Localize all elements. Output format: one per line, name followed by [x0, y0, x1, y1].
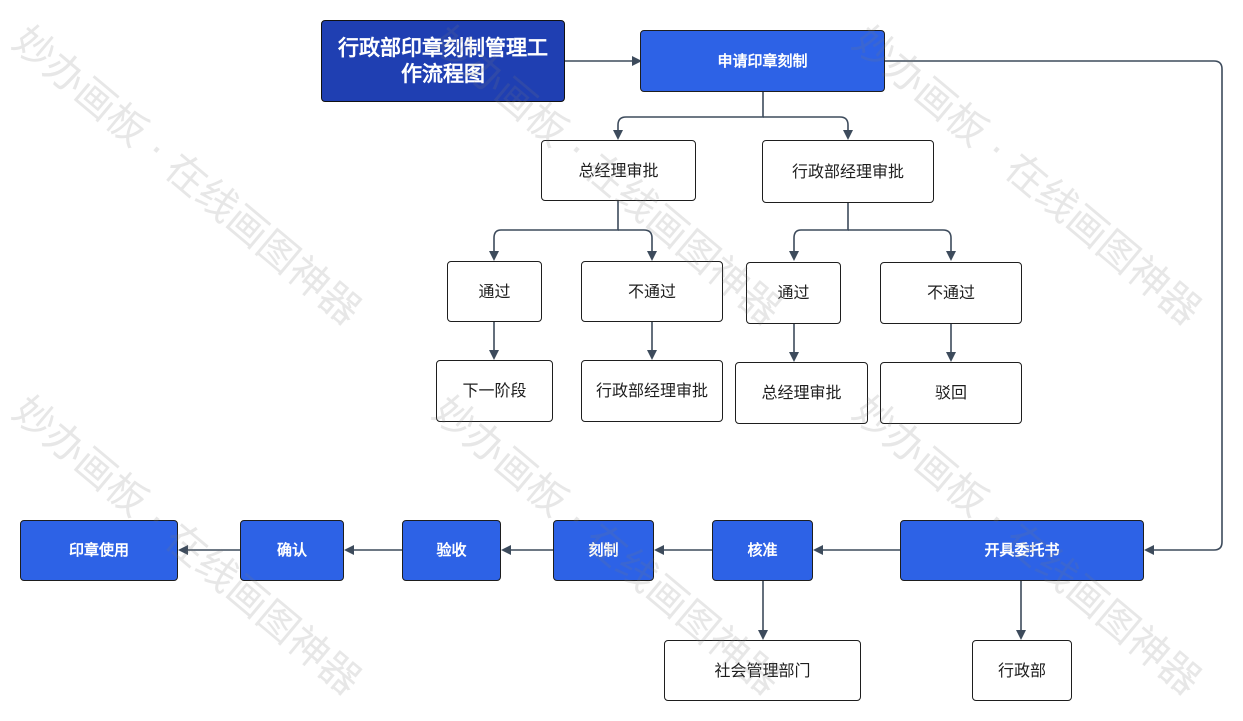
node-approve: 核准 — [712, 520, 813, 581]
edge-admin-to-pass — [789, 203, 849, 261]
edge-apply-to-admin-mgr — [763, 116, 853, 140]
node-confirm: 确认 — [240, 520, 344, 581]
edge-apply-to-attorney — [885, 60, 1223, 555]
node-admin-dept: 行政部 — [972, 640, 1072, 701]
node-engrave: 刻制 — [553, 520, 654, 581]
node-fail-right: 不通过 — [880, 262, 1022, 324]
node-next-stage: 下一阶段 — [436, 360, 553, 422]
node-seal-use: 印章使用 — [20, 520, 178, 581]
node-apply: 申请印章刻制 — [640, 30, 885, 92]
node-reject: 驳回 — [880, 362, 1022, 424]
node-pass-right: 通过 — [746, 262, 841, 324]
node-inspect: 验收 — [402, 520, 501, 581]
diagram-title: 行政部印章刻制管理工作流程图 — [321, 20, 565, 102]
node-gm-approve-2: 总经理审批 — [735, 362, 868, 424]
node-fail-left: 不通过 — [581, 261, 723, 322]
edge-admin-to-fail — [848, 229, 956, 261]
node-power-of-attorney: 开具委托书 — [900, 520, 1144, 581]
edge-gm-to-fail — [618, 229, 657, 261]
node-admin-mgr-approve-2: 行政部经理审批 — [581, 360, 723, 422]
node-pass-left: 通过 — [447, 261, 542, 322]
edge-gm-to-pass — [489, 201, 619, 261]
node-admin-mgr-approve: 行政部经理审批 — [762, 140, 934, 203]
node-gm-approve: 总经理审批 — [541, 140, 696, 201]
edge-apply-to-gm — [613, 92, 764, 140]
node-social-mgmt-dept: 社会管理部门 — [664, 640, 861, 701]
